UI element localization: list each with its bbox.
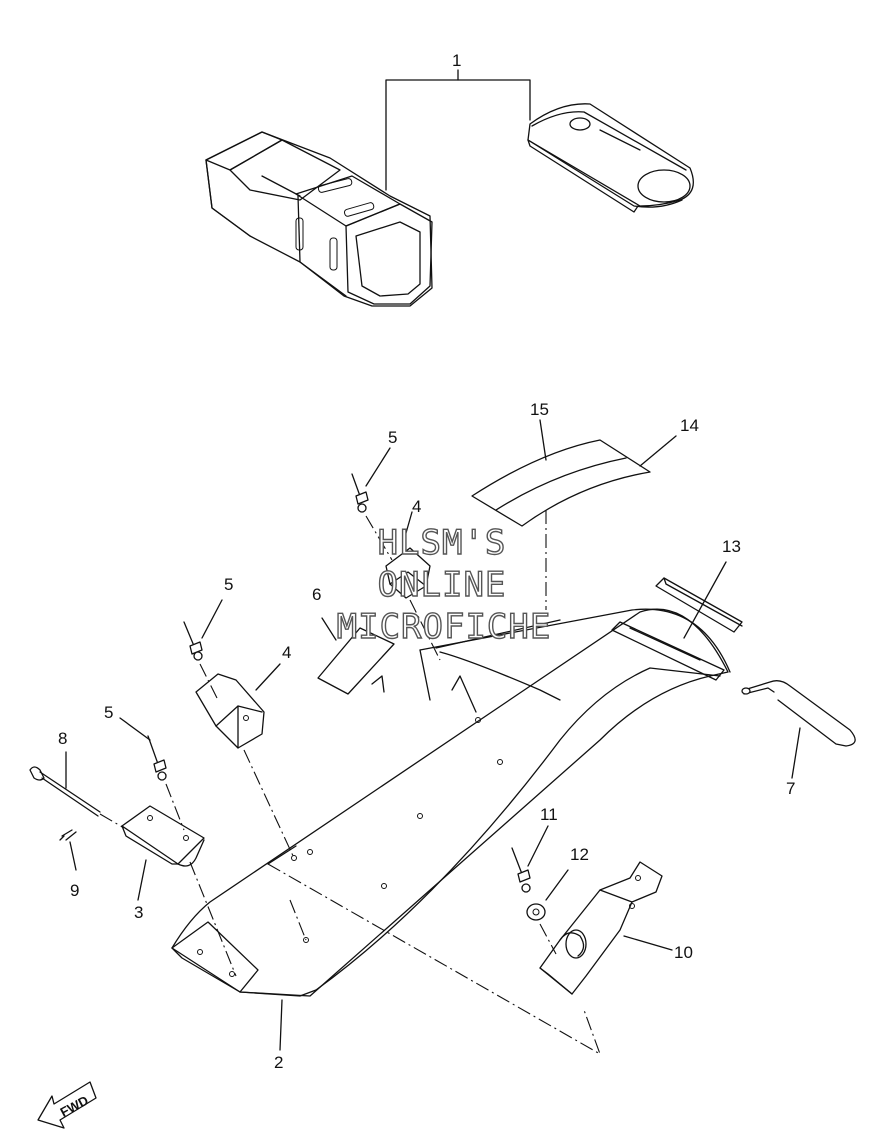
callout-15: 15 [530, 400, 549, 419]
callout-12: 12 [570, 845, 589, 864]
center-line-fender [267, 863, 602, 1056]
leader-line-4b [403, 511, 413, 541]
callout-13: 13 [722, 537, 741, 556]
leader-line-15 [539, 419, 547, 461]
tool-bag [527, 103, 694, 213]
callout-10: 10 [674, 943, 693, 962]
watermark-line-1: HLSM'S [378, 523, 507, 563]
leader-line-6 [321, 617, 337, 641]
part-4-clip-upper [385, 511, 441, 661]
break-line-6c [451, 675, 477, 713]
center-line-4b [409, 599, 441, 661]
part-5-rivet-middle [183, 599, 223, 701]
watermark-line-3: MICROFICHE [337, 607, 552, 647]
callout-8: 8 [58, 729, 67, 748]
part-12-nut [526, 869, 569, 955]
callout-5-upper: 5 [388, 428, 397, 447]
part-13-band [655, 561, 743, 639]
callout-11: 11 [540, 805, 558, 824]
leader-line-7 [791, 727, 801, 779]
center-line-5a [365, 515, 393, 561]
leader-line-9 [69, 841, 77, 871]
leader-line-5c [119, 717, 151, 741]
leader-line-1 [385, 79, 531, 191]
part-14-15-emblem [471, 419, 677, 527]
leader-line-10 [623, 935, 673, 951]
leader-line-12 [545, 869, 569, 901]
callout-14: 14 [680, 416, 699, 435]
leader-line-14 [639, 435, 677, 467]
callout-3: 3 [134, 903, 143, 922]
leader-line-11 [527, 825, 549, 867]
part-3-bracket [121, 805, 237, 977]
fwd-label: FWD [58, 1093, 91, 1120]
part-8-bolt [29, 751, 125, 829]
part-7-holder-wire [741, 680, 856, 779]
center-line-a [289, 899, 307, 941]
callout-1: 1 [452, 51, 461, 70]
callout-9: 9 [70, 881, 79, 900]
callout-5-middle: 5 [224, 575, 233, 594]
callout-4-upper: 4 [412, 497, 421, 516]
center-line-8 [99, 813, 125, 829]
part-5-rivet-lower [119, 717, 185, 831]
leader-line-4a [255, 663, 281, 691]
leader-line-13 [683, 561, 727, 639]
center-line-5c [165, 783, 185, 831]
center-line-3 [189, 861, 237, 977]
leader-line-5a [365, 447, 391, 487]
leader-line-2 [279, 999, 283, 1051]
part-9-cotter-pin [59, 829, 77, 871]
center-line-12 [539, 923, 557, 955]
callout-2: 2 [274, 1053, 283, 1072]
break-line-6b [419, 649, 431, 701]
fwd-arrow-icon: FWD [37, 1081, 97, 1129]
leader-line-5b [201, 599, 223, 639]
part-1-tool-kit [205, 69, 694, 307]
part-10-holder [539, 861, 673, 995]
callout-7: 7 [786, 779, 795, 798]
part-11-screw [511, 825, 549, 893]
center-line-4a [243, 749, 295, 859]
part-6-pad [317, 617, 477, 713]
callout-5-lower: 5 [104, 703, 113, 722]
tool-case [205, 131, 433, 307]
callout-4-left: 4 [282, 643, 291, 662]
callout-labels: 1 2 3 4 4 5 5 5 6 7 8 9 10 11 12 13 14 1… [58, 51, 795, 1072]
part-4-clip-left [195, 663, 295, 859]
leader-line-3 [137, 859, 147, 901]
center-line-5b [199, 663, 219, 701]
break-line-6 [371, 675, 385, 693]
watermark: HLSM'S ONLINE MICROFICHE [336, 522, 552, 647]
callout-6: 6 [312, 585, 321, 604]
watermark-line-2: ONLINE [378, 565, 507, 605]
part-5-rivet-upper [351, 447, 393, 561]
part-2-rear-fender [171, 510, 731, 1056]
